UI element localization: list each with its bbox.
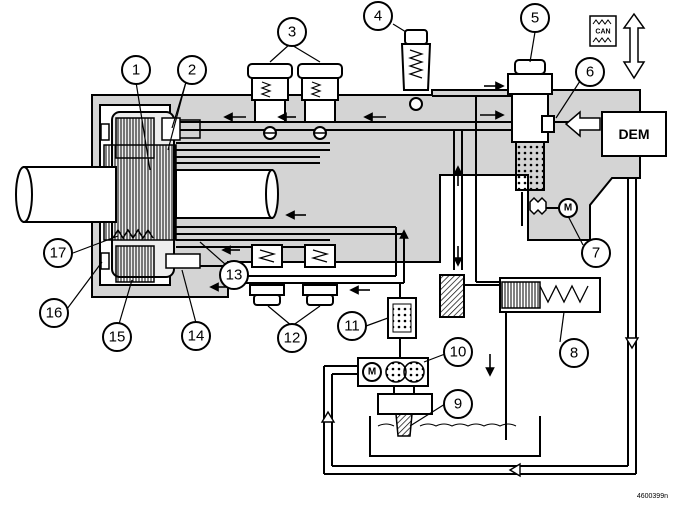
- callout-13: 13: [219, 260, 249, 290]
- flow-arrows: [209, 81, 505, 377]
- clutch-assembly: [99, 104, 201, 286]
- svg-text:15: 15: [109, 329, 126, 346]
- svg-text:3: 3: [288, 24, 296, 41]
- seal-16: [100, 252, 110, 270]
- svg-text:CAN: CAN: [595, 29, 610, 36]
- svg-text:16: 16: [46, 305, 63, 322]
- callout-8: 8: [559, 338, 589, 368]
- relief-valve: [400, 29, 432, 111]
- callout-5: 5: [520, 3, 550, 33]
- svg-text:12: 12: [284, 330, 301, 347]
- callout-4: 4: [363, 1, 393, 31]
- callouts: 1 2 3 4 5 6 7 8 9 10 11 12 13 14 15 16 1…: [39, 1, 611, 419]
- callout-17: 17: [43, 238, 73, 268]
- return-arrows: [320, 337, 640, 478]
- oil-reservoir: [369, 416, 541, 457]
- callout-6: 6: [575, 57, 605, 87]
- regulator-top-right: [297, 63, 343, 140]
- svg-text:9: 9: [454, 396, 462, 413]
- callout-11: 11: [337, 311, 367, 341]
- callout-16: 16: [39, 298, 69, 328]
- bypass-valve: [439, 274, 601, 440]
- svg-text:13: 13: [226, 267, 243, 284]
- svg-text:2: 2: [188, 62, 196, 79]
- svg-text:17: 17: [50, 245, 67, 262]
- svg-text:4: 4: [374, 8, 382, 25]
- callout-12: 12: [277, 323, 307, 353]
- callout-1: 1: [121, 55, 151, 85]
- svg-text:M: M: [368, 367, 376, 378]
- callout-14: 14: [181, 321, 211, 351]
- svg-text:14: 14: [188, 328, 205, 345]
- can-signal-arrow: [622, 12, 646, 80]
- return-lines: [323, 178, 637, 475]
- gear-7: [529, 196, 547, 216]
- callout-7: 7: [581, 238, 611, 268]
- callout-3: 3: [277, 17, 307, 47]
- pressure-regulators-bottom: [249, 244, 338, 306]
- callout-2: 2: [177, 55, 207, 85]
- svg-text:8: 8: [570, 345, 578, 362]
- return-spring: [112, 228, 154, 240]
- motor-7: M: [546, 198, 578, 218]
- regulator-bottom-left: [249, 244, 285, 306]
- oil-pump: M: [357, 357, 433, 437]
- leader-lines: [63, 23, 584, 427]
- svg-text:DEM: DEM: [618, 126, 649, 142]
- oil-filter: [387, 284, 417, 358]
- can-bus-icon: CAN: [589, 15, 617, 47]
- svg-text:M: M: [564, 203, 572, 214]
- callout-10: 10: [443, 337, 473, 367]
- strainer-9: [395, 413, 413, 437]
- clutch-plates-lower: [115, 245, 155, 283]
- svg-text:6: 6: [586, 64, 594, 81]
- svg-text:5: 5: [531, 10, 539, 27]
- svg-text:10: 10: [450, 344, 467, 361]
- callout-9: 9: [443, 389, 473, 419]
- svg-text:7: 7: [592, 245, 600, 262]
- proportional-valve: [507, 59, 555, 226]
- signal-arrow-dem: [564, 110, 601, 138]
- dem-unit: DEM: [601, 111, 667, 157]
- svg-text:11: 11: [344, 318, 360, 335]
- figure-id: 4600399n: [637, 493, 668, 500]
- svg-text:1: 1: [132, 62, 140, 79]
- callout-15: 15: [102, 322, 132, 352]
- regulator-bottom-right: [302, 244, 338, 306]
- shaft: [15, 166, 279, 223]
